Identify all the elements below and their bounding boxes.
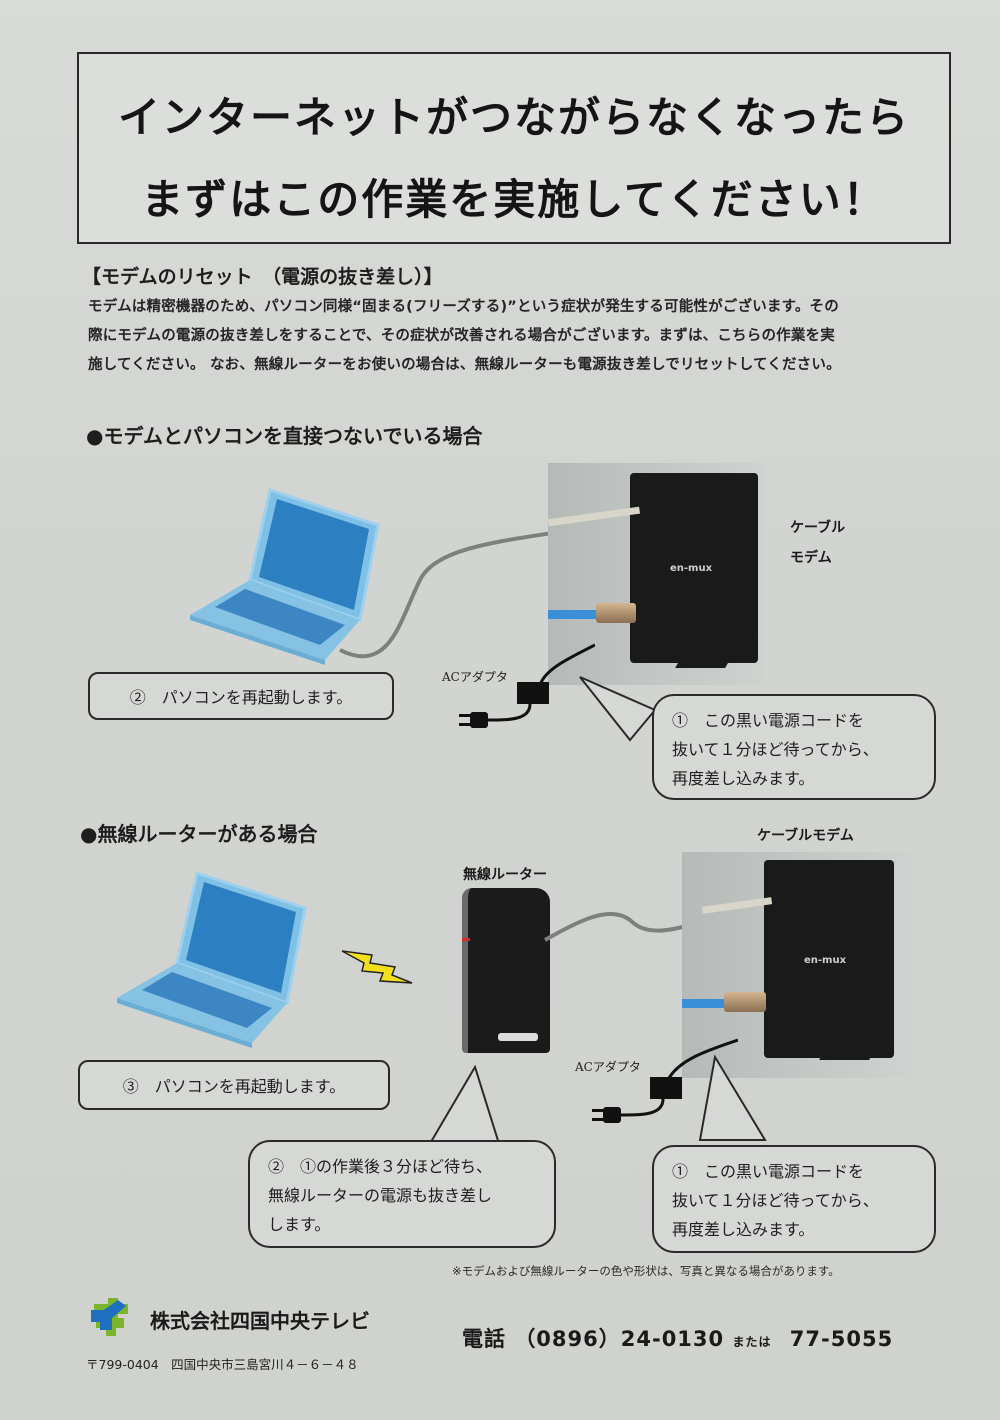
bubble-line: 抜いて１分ほど待ってから、 bbox=[672, 1191, 879, 1210]
modem-body: en-mux bbox=[764, 860, 894, 1058]
company-name: 株式会社四国中央テレビ bbox=[150, 1309, 370, 1333]
step2-text: ② パソコンを再起動します。 bbox=[129, 688, 353, 707]
reset-paragraph: モデムは精密機器のため、パソコン同様“固まる(フリーズする)”という症状が発生す… bbox=[88, 293, 968, 380]
step2-router-bubble: ② ①の作業後３分ほど待ち、 無線ルーターの電源も抜き差し します。 bbox=[248, 1140, 556, 1248]
step1-unplug-bubble: ① この黒い電源コードを 抜いて１分ほど待ってから、 再度差し込みます。 bbox=[652, 1145, 936, 1253]
paragraph-line: モデムは精密機器のため、パソコン同様“固まる(フリーズする)”という症状が発生す… bbox=[88, 299, 839, 315]
ac-adapter-icon bbox=[459, 643, 595, 728]
lan-plug bbox=[701, 897, 773, 914]
laptop-image bbox=[185, 485, 385, 665]
modem-brand: en-mux bbox=[670, 563, 713, 574]
phone-line: 電話 （0896）24-0130 または 77-5055 bbox=[462, 1323, 893, 1353]
bubble-line: 再度差し込みます。 bbox=[672, 1220, 815, 1239]
step2-restart-pc-box: ② パソコンを再起動します。 bbox=[88, 672, 394, 720]
step1-unplug-bubble: ① この黒い電源コードを 抜いて１分ほど待ってから、 再度差し込みます。 bbox=[652, 694, 936, 800]
modem-stand bbox=[675, 658, 731, 668]
phone-main: （0896）24-0130 bbox=[514, 1327, 725, 1351]
coax-connector bbox=[724, 992, 766, 1012]
title-line-1: インターネットがつながらなくなったら bbox=[117, 93, 910, 142]
wireless-signal-icon bbox=[341, 950, 413, 984]
modem-brand: en-mux bbox=[804, 955, 847, 966]
router-section-heading: ●無線ルーターがある場合 bbox=[80, 822, 318, 846]
modem-label-line2: モデム bbox=[790, 550, 832, 566]
cable-modem-photo: en-mux bbox=[548, 463, 764, 685]
bubble-pointer bbox=[579, 676, 657, 742]
phone-alt: 77-5055 bbox=[789, 1327, 894, 1351]
bubble-line: します。 bbox=[268, 1215, 331, 1234]
laptop-image bbox=[112, 868, 312, 1048]
phone-or: または bbox=[732, 1335, 772, 1349]
router-label: 無線ルーター bbox=[463, 867, 547, 883]
bubble-line: ① この黒い電源コードを bbox=[672, 1162, 865, 1181]
wireless-router-image bbox=[462, 888, 550, 1053]
modem-label: ケーブルモデム bbox=[757, 828, 854, 844]
step3-restart-pc-box: ③ パソコンを再起動します。 bbox=[78, 1060, 390, 1110]
lan-plug bbox=[548, 506, 641, 527]
coax-cable bbox=[548, 610, 608, 619]
paragraph-line: 際にモデムの電源の抜き差しをすることで、その症状が改善される場合がございます。ま… bbox=[88, 328, 835, 344]
title-box: インターネットがつながらなくなったら まずはこの作業を実施してください！ bbox=[77, 52, 951, 244]
router-stand bbox=[498, 1033, 538, 1041]
modem-body: en-mux bbox=[630, 473, 758, 663]
coax-cable bbox=[682, 999, 732, 1008]
company-logo-icon bbox=[91, 1298, 128, 1336]
title-line-2: まずはこの作業を実施してください！ bbox=[141, 175, 887, 224]
step3-text: ③ パソコンを再起動します。 bbox=[122, 1077, 346, 1096]
company-address: 〒799-0404 四国中央市三島宮川４－６－４８ bbox=[86, 1357, 359, 1372]
bubble-pointer bbox=[698, 1055, 767, 1141]
bubble-line: ② ①の作業後３分ほど待ち、 bbox=[268, 1157, 493, 1176]
bubble-line: 無線ルーターの電源も抜き差し bbox=[268, 1186, 493, 1205]
phone-label: 電話 bbox=[462, 1327, 506, 1351]
modem-stand bbox=[819, 1050, 875, 1060]
ac-adapter-label: ACアダプタ bbox=[575, 1060, 641, 1074]
reset-heading: 【モデムのリセット （電源の抜き差し）】 bbox=[82, 266, 443, 288]
footnote: ※モデムおよび無線ルーターの色や形状は、写真と異なる場合があります。 bbox=[452, 1264, 840, 1278]
modem-label-line1: ケーブル bbox=[790, 520, 846, 536]
ac-adapter-icon bbox=[592, 1038, 738, 1123]
bubble-line: ① この黒い電源コードを bbox=[672, 711, 865, 730]
direct-section-heading: ●モデムとパソコンを直接つないでいる場合 bbox=[86, 424, 483, 448]
paragraph-line: 施してください。 なお、無線ルーターをお使いの場合は、無線ルーターも電源抜き差し… bbox=[88, 357, 841, 373]
cable-modem-photo: en-mux bbox=[682, 852, 914, 1078]
bubble-line: 再度差し込みます。 bbox=[672, 769, 815, 788]
bubble-line: 抜いて１分ほど待ってから、 bbox=[672, 740, 879, 759]
router-led bbox=[462, 938, 470, 941]
coax-connector bbox=[596, 603, 636, 623]
ac-adapter-label: ACアダプタ bbox=[442, 670, 508, 684]
